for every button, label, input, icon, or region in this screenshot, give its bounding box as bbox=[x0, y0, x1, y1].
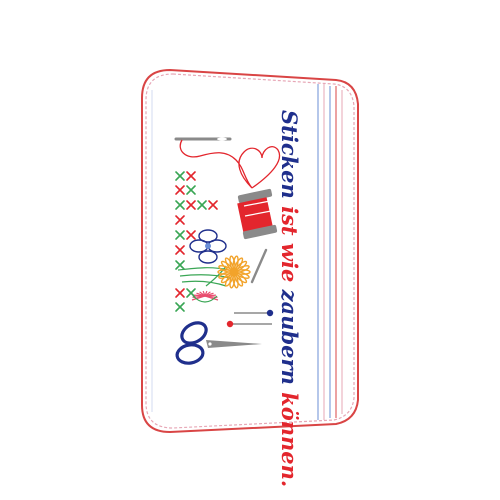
quote-part-4: können. bbox=[277, 392, 302, 487]
daisy-icon bbox=[217, 255, 251, 289]
outline-inner-red bbox=[145, 73, 355, 429]
hoop-outline bbox=[141, 68, 359, 434]
scissors-icon bbox=[175, 321, 262, 365]
thread-spool-icon bbox=[237, 188, 278, 240]
quote-text: Sticken ist wie zaubern können. bbox=[277, 110, 302, 487]
quote-part-3: zaubern bbox=[277, 282, 302, 392]
needle-icon bbox=[250, 248, 268, 284]
pins-icon bbox=[226, 309, 274, 328]
thread-heart-icon bbox=[179, 139, 281, 189]
cross-stitch-icon bbox=[175, 171, 218, 312]
outline-outer-red bbox=[141, 68, 359, 434]
flower-icon bbox=[189, 229, 227, 264]
needle-icon bbox=[174, 137, 232, 141]
quote-part-2: ist wie bbox=[277, 206, 302, 282]
quote-part-1: Sticken bbox=[277, 110, 302, 206]
pink-flower-icon bbox=[191, 290, 219, 303]
